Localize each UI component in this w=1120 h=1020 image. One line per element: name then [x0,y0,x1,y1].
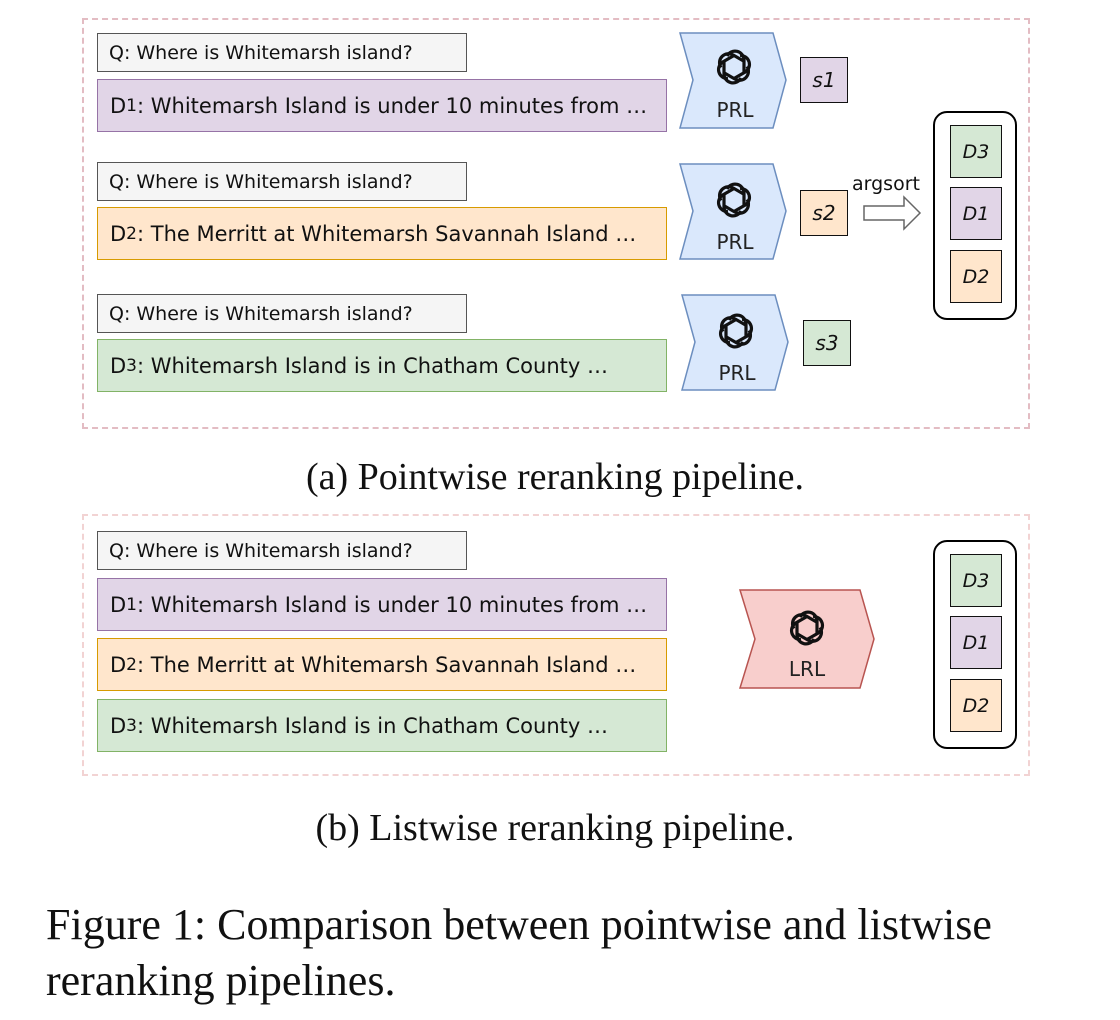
score-s3: s3 [803,320,851,366]
argsort-label: argsort [852,173,920,195]
prl-label-2: PRL [716,230,754,254]
query-box-2: Q: Where is Whitemarsh island? [97,162,467,201]
rank-item-b-1: D3 [950,554,1002,607]
prl-label-3: PRL [718,361,756,385]
prl-model-1 [679,32,787,129]
score-s2: s2 [800,190,848,236]
prl-label-1: PRL [716,98,754,122]
query-box-1: Q: Where is Whitemarsh island? [97,33,467,72]
query-box-b: Q: Where is Whitemarsh island? [97,531,467,570]
right-arrow-icon [863,195,922,231]
pointwise-panel [82,18,1030,429]
rank-item-a-3: D2 [950,250,1002,303]
rank-item-a-2: D1 [950,187,1002,240]
rank-item-b-2: D1 [950,616,1002,669]
caption-a: (a) Pointwise reranking pipeline. [305,456,805,498]
rank-item-b-3: D2 [950,679,1002,732]
listwise-panel [82,514,1030,776]
figure-caption: Figure 1: Comparison between pointwise a… [46,900,992,1005]
prl-model-3 [681,294,789,391]
prl-model-2 [679,163,787,260]
lrl-label: LRL [788,657,826,681]
lrl-model [738,589,875,689]
score-s1: s1 [800,57,848,103]
caption-b: (b) Listwise reranking pipeline. [315,807,795,849]
rank-item-a-1: D3 [950,125,1002,178]
query-box-3: Q: Where is Whitemarsh island? [97,294,467,333]
